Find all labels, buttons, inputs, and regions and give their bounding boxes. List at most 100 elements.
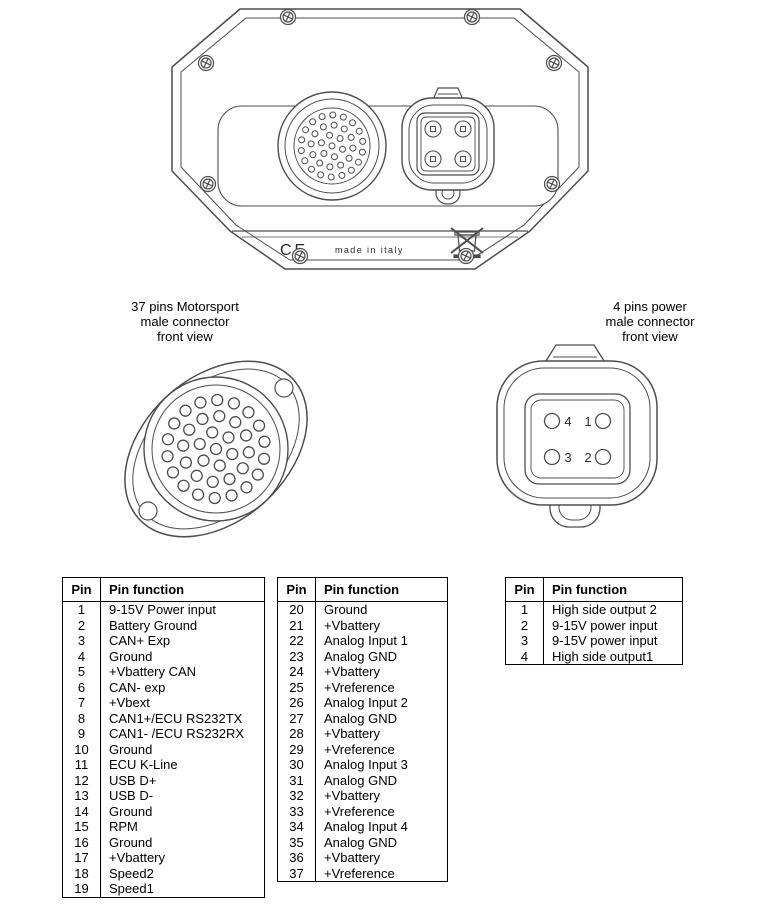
pin-function: High side output1 <box>552 648 654 664</box>
connector-pin <box>339 113 347 121</box>
pin-row: 20 Ground <box>277 601 448 618</box>
connector-pin <box>222 431 235 444</box>
pin-socket <box>543 448 561 466</box>
pin-number: 5 <box>62 664 101 680</box>
pin-function: CAN+ Exp <box>109 633 171 648</box>
screw-icon <box>197 54 215 72</box>
connector-pin <box>349 119 357 127</box>
mounting-hole <box>138 501 158 521</box>
connector-pin <box>168 417 181 430</box>
pin-number: 29 <box>277 741 316 757</box>
pin-column-header: Pin <box>277 577 316 602</box>
connector-pin <box>319 123 327 131</box>
connector-pin <box>307 140 315 148</box>
pin-function: Analog Input 2 <box>324 695 408 710</box>
pin-number: 6 <box>62 679 101 695</box>
pin-number: 3 <box>505 633 544 649</box>
pin-number: 1 <box>505 601 544 618</box>
connector-pin <box>251 468 264 481</box>
pin-function: Ground <box>109 803 153 819</box>
connector-pin <box>298 136 306 144</box>
pin-row: 21+Vbattery <box>277 617 448 633</box>
pin-row: 7+Vbext <box>62 695 265 711</box>
pin-number: 19 <box>62 881 101 897</box>
connector-pin <box>330 153 338 161</box>
pin-number: 14 <box>62 803 101 819</box>
connector-pin <box>297 147 305 155</box>
pin-function: +Vbattery CAN <box>109 664 197 679</box>
connector-pin <box>211 393 224 407</box>
connector-pin <box>318 113 326 121</box>
connector-pin <box>223 472 236 486</box>
connector-pin <box>338 171 346 179</box>
pin-number: 1 <box>62 601 101 618</box>
pin-number: 32 <box>277 788 316 804</box>
pin-number: 17 <box>62 850 101 866</box>
pin-row: 32 +Vbattery <box>277 788 448 804</box>
connector-pin <box>227 397 241 410</box>
screw-icon <box>457 247 475 265</box>
connector-pin <box>226 447 239 461</box>
pin-number: 25 <box>277 679 316 695</box>
connector-pin <box>330 121 338 129</box>
pin-function: +Vbattery <box>324 617 381 633</box>
connector-pin <box>347 166 355 174</box>
connector-pin <box>197 454 210 467</box>
pin-number: 3 <box>62 633 101 649</box>
connector-pin <box>340 125 348 133</box>
made-in-italy-label: made in italy <box>335 245 404 255</box>
pin-number: 4 <box>62 648 101 664</box>
connector-pin <box>179 404 192 417</box>
connector-pin <box>317 139 325 147</box>
pin-function: 9-15V Power input <box>109 602 216 617</box>
pin-function: +Vbattery <box>324 726 381 741</box>
connector-pin <box>347 133 355 141</box>
caption-line: front view <box>622 329 678 344</box>
connector-pin <box>183 423 196 436</box>
pin-column-header: Pin <box>505 577 544 602</box>
pin-row: 36+Vbattery <box>277 850 448 866</box>
pin-row: 37+Vreference <box>277 865 448 882</box>
pin-number: 9 <box>62 726 101 742</box>
pin-row: 25+Vreference <box>277 679 448 695</box>
pin-function: Ground <box>324 602 368 617</box>
caption-line: 37 pins Motorsport <box>131 299 239 314</box>
pin-number: 15 <box>62 819 101 835</box>
pin-function: CAN1+/ECU RS232TX <box>109 710 243 726</box>
pin-function: Ground <box>109 648 153 664</box>
caption-line: 4 pins power <box>613 299 687 314</box>
pin-function: Ground <box>109 834 153 850</box>
connector-pin <box>302 126 310 134</box>
pin-function: Speed1 <box>109 881 154 896</box>
pin-number: 20 <box>277 601 316 618</box>
pin-function: USB D+ <box>109 772 157 788</box>
pin-function: +Vbattery <box>324 664 381 679</box>
screw-icon <box>543 175 561 193</box>
connector-pin <box>354 158 362 166</box>
connector-pin <box>229 416 242 429</box>
connector-pin <box>320 149 328 157</box>
connector-pin <box>317 171 325 179</box>
connector-pin <box>194 396 207 409</box>
pin-function: Speed2 <box>109 865 154 881</box>
pin-function: 9-15V power input <box>552 617 658 633</box>
pin-function: ECU K-Line <box>109 757 178 772</box>
connector-pin <box>328 142 336 150</box>
pin-function: +Vbattery <box>324 788 381 803</box>
connector-pin <box>329 111 337 119</box>
pin-number: 34 <box>277 819 316 835</box>
pin-number: 26 <box>277 695 316 711</box>
connector-pin <box>179 456 193 469</box>
motorsport-connector-front-view <box>124 360 308 538</box>
